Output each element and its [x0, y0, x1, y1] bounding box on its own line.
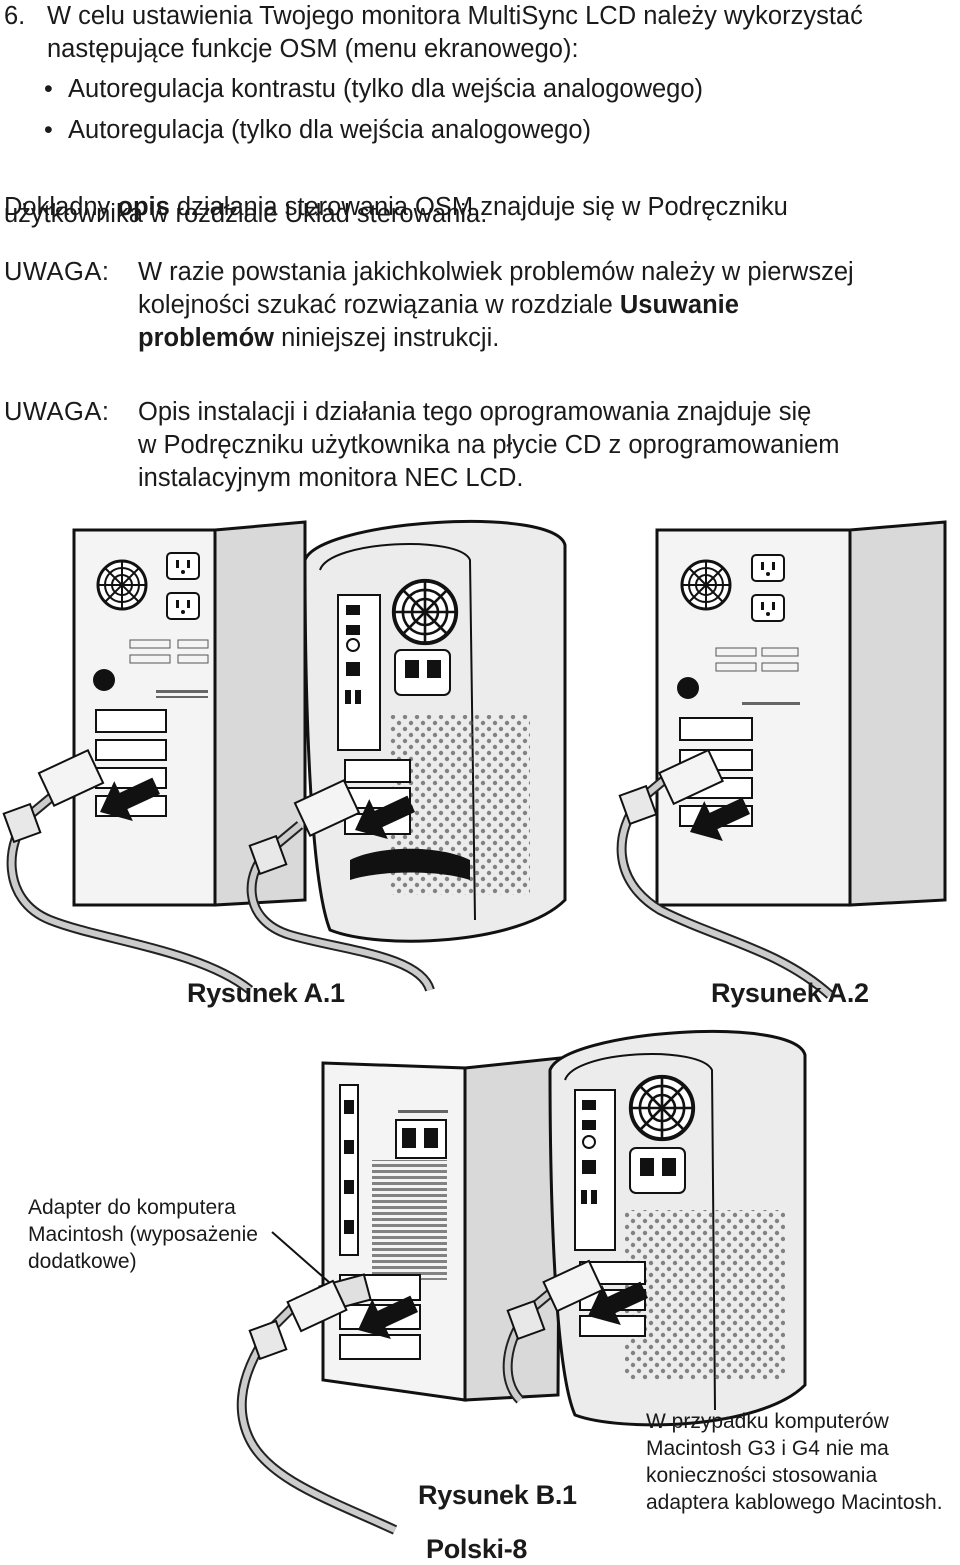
figure-caption-a2: Rysunek A.2 — [711, 978, 869, 1008]
g3-note-line: W przypadku komputerów — [646, 1410, 889, 1433]
adapter-note-line: dodatkowe) — [28, 1250, 137, 1273]
note2-line-2: w Podręczniku użytkownika na płycie CD z… — [138, 431, 840, 459]
detail-line-2: użytkownika w rozdziale Układ sterowania… — [4, 200, 488, 228]
item-number: 6. — [4, 2, 26, 30]
bullet-item-1: Autoregulacja kontrastu (tylko dla wejśc… — [68, 75, 704, 103]
bullet-dot: • — [44, 116, 53, 144]
bullet-item-2: Autoregulacja (tylko dla wejścia analogo… — [68, 116, 592, 144]
note2-line-1: Opis instalacji i działania tego oprogra… — [138, 398, 812, 426]
note-label: UWAGA: — [4, 398, 110, 426]
g3-note-line: Macintosh G3 i G4 nie ma — [646, 1437, 889, 1460]
item-line-2: następujące funkcje OSM (menu ekranowego… — [47, 35, 579, 63]
figure-a1-pc-tower — [2, 520, 307, 994]
figure-caption-b1: Rysunek B.1 — [418, 1480, 577, 1510]
g3-note-line: konieczności stosowania — [646, 1464, 878, 1487]
note1-line-3: problemów niniejszej instrukcji. — [138, 324, 500, 352]
note2-line-3: instalacyjnym monitora NEC LCD. — [138, 464, 524, 492]
adapter-note-line: Macintosh (wyposażenie — [28, 1223, 258, 1246]
figure-b1-mac-tower — [236, 1056, 562, 1535]
note1-line-1: W razie powstania jakichkolwiek problemó… — [138, 258, 854, 286]
adapter-note-line: Adapter do komputera — [28, 1196, 236, 1219]
figure-caption-a1: Rysunek A.1 — [187, 978, 345, 1008]
item-line-1: W celu ustawienia Twojego monitora Multi… — [47, 2, 863, 30]
g3-note-line: adaptera kablowego Macintosh. — [646, 1491, 943, 1514]
page-number: Polski-8 — [426, 1534, 528, 1564]
detail-line-1: Dokładny opis działania sterowania OSM z… — [4, 192, 788, 221]
note-label: UWAGA: — [4, 258, 110, 286]
figure-b1-mac-g4 — [502, 1030, 807, 1427]
figure-a1-mac-g4 — [246, 520, 567, 993]
figure-a2-pc-tower — [616, 520, 947, 999]
note1-line-2: kolejności szukać rozwiązania w rozdzial… — [138, 291, 739, 319]
bullet-dot: • — [44, 75, 53, 103]
